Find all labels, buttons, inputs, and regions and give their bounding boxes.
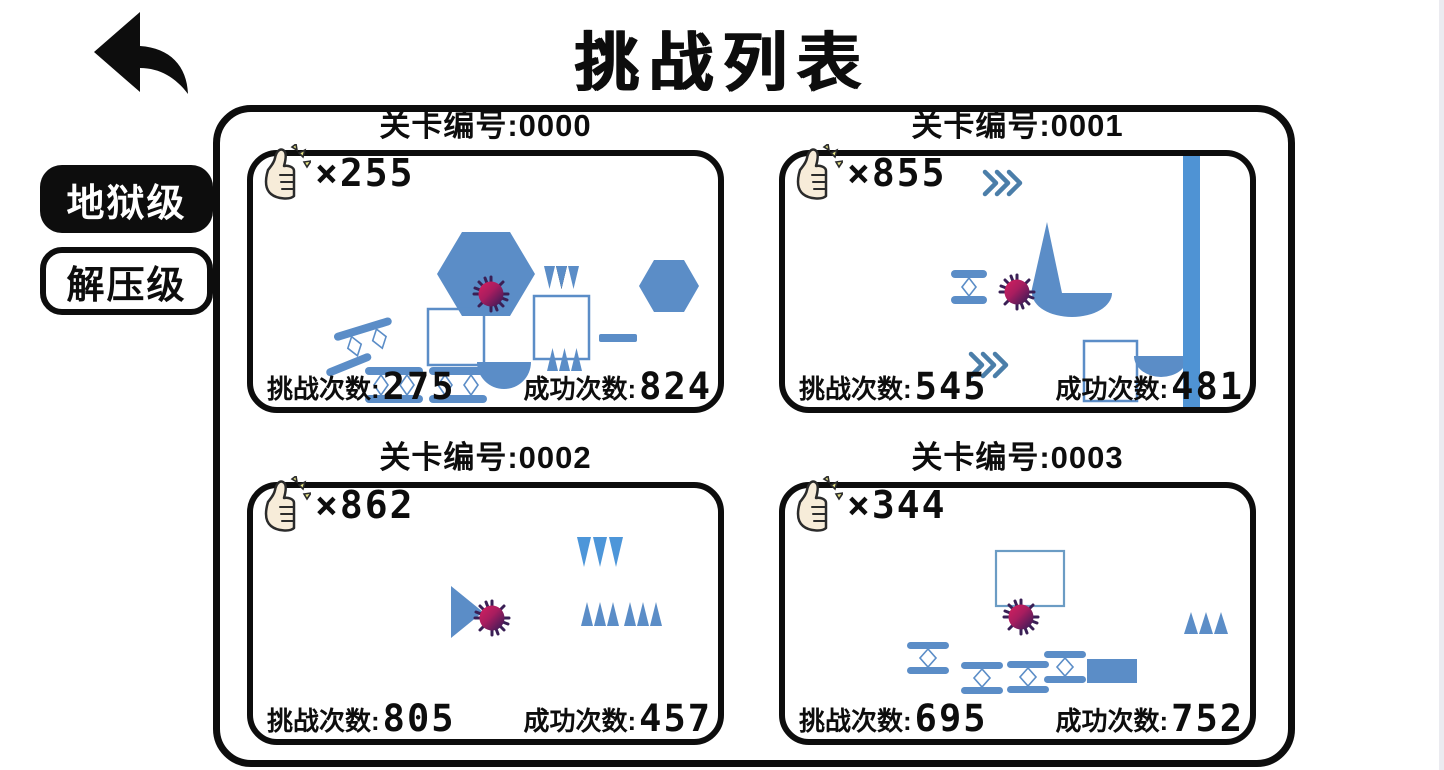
card-stats: 挑战次数: 275 成功次数: 824 [267,368,712,405]
scissor-jack [951,270,987,304]
back-arrow-icon [94,12,188,94]
success-stat: 成功次数: 824 [524,368,713,405]
challenge-stat: 挑战次数: 545 [799,368,988,405]
likes-badge: ×344 [791,476,947,534]
level-id-0002: 关卡编号:0002 [379,440,592,475]
scissor-jack [906,641,950,675]
spike-ball [473,599,511,637]
challenge-value: 805 [382,697,456,740]
level-card-0001[interactable]: ×855 挑战次数: 545 成功次数: 481 [779,144,1256,413]
block-obstacle [1087,659,1137,683]
success-value: 824 [639,365,712,408]
hexagon-obstacle [437,232,535,316]
hexagon-obstacle-small [639,260,699,312]
level-card-0003[interactable]: ×344 挑战次数: 695 成功次数: 752 [779,476,1256,745]
scissor-jack [960,661,1004,695]
level-card-slot-0000: 关卡编号:0000 [247,106,724,413]
likes-count: ×344 [847,483,947,527]
screen-edge-strip [1439,0,1444,770]
spike-ball [1002,598,1040,636]
square-outline [426,307,486,367]
square-outline [532,294,591,361]
challenge-stat: 挑战次数: 695 [799,700,988,737]
tab-hell-label: 地狱级 [66,182,187,225]
level-card-0002[interactable]: ×862 挑战次数: 805 成功次数: 457 [247,476,724,745]
likes-count: ×255 [315,151,415,195]
thumbs-up-icon [264,476,311,532]
success-label: 成功次数: [523,705,637,736]
success-value: 752 [1171,697,1244,740]
spike-ball [998,273,1036,311]
level-id-0003: 关卡编号:0003 [911,440,1124,475]
thumbs-up-icon [796,144,843,200]
spike-peak [1031,222,1062,293]
tab-relax-label: 解压级 [66,264,187,307]
success-label: 成功次数: [523,373,637,404]
success-stat: 成功次数: 752 [1056,700,1245,737]
level-id-0000: 关卡编号:0000 [379,108,592,143]
likes-badge: ×255 [259,144,415,202]
challenge-label: 挑战次数: [267,373,380,404]
tab-hell-level[interactable]: 地狱级 [40,165,213,233]
scissor-jack [333,317,392,358]
challenge-label: 挑战次数: [799,705,912,736]
likes-count: ×855 [847,151,947,195]
square-outline [994,549,1066,608]
success-label: 成功次数: [1055,373,1169,404]
level-card-0000[interactable]: ×255 挑战次数: 275 成功次数: 824 [247,144,724,413]
thumbs-up-icon [796,476,843,532]
thumbs-up-icon [264,144,311,200]
likes-badge: ×855 [791,144,947,202]
back-button[interactable] [92,10,192,94]
challenge-label: 挑战次数: [799,373,912,404]
card-stats: 挑战次数: 545 成功次数: 481 [799,368,1244,405]
level-card-slot-0002: 关卡编号:0002 ×862 挑战次数: [247,438,724,745]
speed-arrows-icon [985,172,1020,194]
challenge-value: 545 [914,365,988,408]
card-stats: 挑战次数: 805 成功次数: 457 [267,700,712,737]
spike-ball [472,275,510,313]
success-stat: 成功次数: 457 [524,700,713,737]
likes-badge: ×862 [259,476,415,534]
page-title: 挑战列表 [574,27,870,99]
scissor-jack [1006,660,1050,694]
level-id-0001: 关卡编号:0001 [911,108,1124,143]
valley-obstacle [1032,293,1112,317]
card-stats: 挑战次数: 695 成功次数: 752 [799,700,1244,737]
success-value: 481 [1171,365,1244,408]
level-card-slot-0001: 关卡编号:0001 ×855 [779,106,1256,413]
challenge-stat: 挑战次数: 275 [267,368,456,405]
scissor-jack [1043,650,1087,684]
likes-count: ×862 [315,483,415,527]
success-stat: 成功次数: 481 [1056,368,1245,405]
arrow-obstacle [451,586,483,638]
challenge-label: 挑战次数: [267,705,380,736]
tab-relax-level[interactable]: 解压级 [40,247,213,315]
challenge-value: 275 [382,365,456,408]
level-card-slot-0003: 关卡编号:0003 ×344 挑战次数: 695 [779,438,1256,745]
success-value: 457 [639,697,712,740]
challenge-value: 695 [914,697,988,740]
platform-bar [599,334,637,342]
success-label: 成功次数: [1055,705,1169,736]
challenge-stat: 挑战次数: 805 [267,700,456,737]
